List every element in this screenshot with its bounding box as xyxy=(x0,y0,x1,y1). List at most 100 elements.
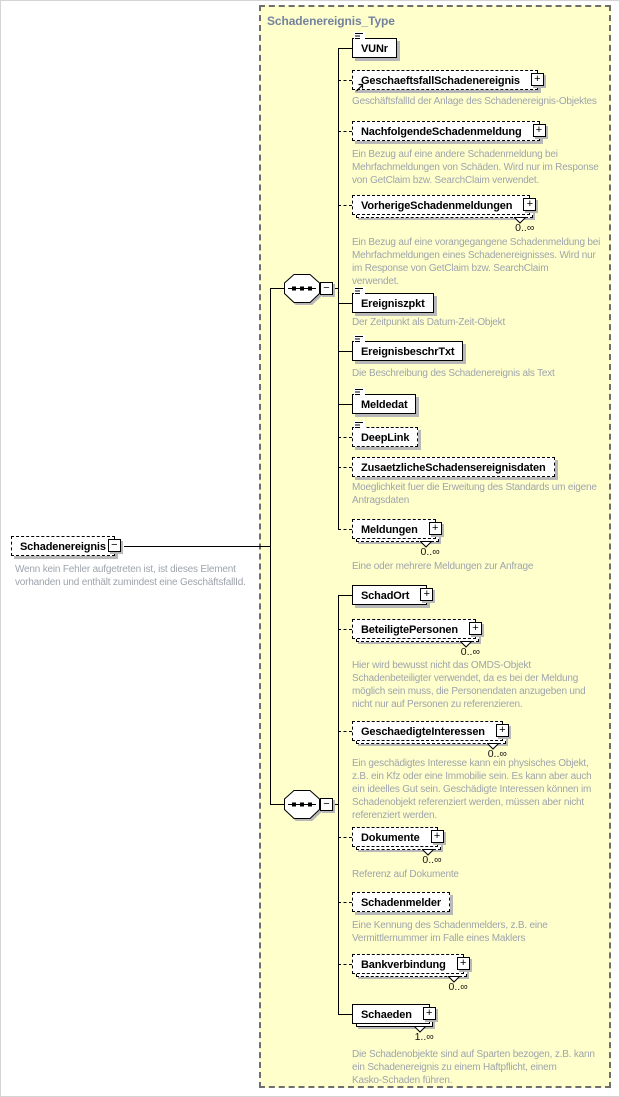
element-zusaetzlicheschadensereignisdaten: ZusaetzlicheSchadensereignisdaten xyxy=(352,457,555,477)
element-name: DeepLink xyxy=(361,432,410,444)
expand-icon[interactable]: + xyxy=(532,124,546,137)
occurs-notch xyxy=(486,743,499,750)
element-name: VUNr xyxy=(361,43,388,55)
element-nachfolgendeschadenmeldung: NachfolgendeSchadenmeldung+ xyxy=(352,121,546,141)
occurrence-label: 1..∞ xyxy=(414,1031,434,1043)
element-schadenmelder: Schadenmelder xyxy=(352,892,450,912)
element-name: Schadenereignis xyxy=(20,541,106,553)
element-box[interactable]: GeschaedigteInteressen + xyxy=(352,721,509,750)
text-lines-icon xyxy=(354,421,365,430)
element-annotation: GeschäftsfallId der Anlage des Schadener… xyxy=(352,96,597,107)
element-vorherigeschadenmeldungen: VorherigeSchadenmeldungen+0..∞ xyxy=(352,195,537,234)
element-box[interactable]: VorherigeSchadenmeldungen + xyxy=(352,195,537,224)
occurrence-label: 0..∞ xyxy=(448,981,468,993)
connector-line xyxy=(338,1014,352,1015)
element-bankverbindung: Bankverbindung+0..∞ xyxy=(352,954,470,993)
element-annotation: Ein Bezug auf eine andere Schadenmeldung… xyxy=(352,149,599,186)
element-name: Schadenmelder xyxy=(361,897,441,909)
connector-line xyxy=(338,205,352,206)
element-beteiligtepersonen: BeteiligtePersonen+0..∞ xyxy=(352,619,482,658)
connector-line xyxy=(338,902,352,903)
element-annotation: Eine oder mehrere Meldungen zur Anfrage xyxy=(352,561,534,572)
element-box[interactable]: NachfolgendeSchadenmeldung+ xyxy=(352,121,546,141)
collapse-icon[interactable]: − xyxy=(320,798,333,811)
expand-icon[interactable]: + xyxy=(530,73,544,86)
element-annotation: Der Zeitpunkt als Datum-Zeit-Objekt xyxy=(352,317,506,328)
text-lines-icon xyxy=(354,32,365,41)
collapse-icon[interactable]: − xyxy=(107,539,121,552)
element-name: Schaeden xyxy=(361,1009,412,1021)
sequence-connector-icon[interactable] xyxy=(284,274,320,303)
element-meldungen: Meldungen +0..∞ xyxy=(352,519,442,558)
element-schaeden: Schaeden +1..∞ xyxy=(352,1004,436,1043)
element-annotation: Hier wird bewusst nicht das OMDS-Objekt … xyxy=(352,660,586,710)
expand-icon[interactable]: + xyxy=(422,1007,436,1020)
connector-line xyxy=(338,629,352,630)
element-box[interactable]: VUNr xyxy=(352,32,397,58)
element-box[interactable]: Ereigniszpkt xyxy=(352,287,434,313)
element-name: Meldungen xyxy=(361,524,418,536)
element-annotation: Referenz auf Dokumente xyxy=(352,869,459,880)
occurrence-label: 0..∞ xyxy=(420,546,440,558)
expand-icon[interactable]: + xyxy=(523,198,537,211)
element-name: GeschaedigteInteressen xyxy=(361,726,485,738)
element-annotation: Die Beschreibung des Schadenereignis als… xyxy=(352,368,555,379)
element-box[interactable]: DeepLink xyxy=(352,421,419,447)
expand-icon[interactable]: + xyxy=(495,724,509,737)
connector-line xyxy=(338,48,352,49)
connector-line xyxy=(338,80,352,81)
connector-line xyxy=(338,596,339,1015)
connector-line xyxy=(333,288,339,289)
expand-icon[interactable]: + xyxy=(430,830,444,843)
element-box[interactable]: SchadOrt+ xyxy=(352,585,434,605)
expand-icon[interactable]: + xyxy=(468,622,482,635)
element-name: EreignisbeschrTxt xyxy=(361,346,455,358)
expand-icon[interactable]: + xyxy=(456,957,470,970)
expand-icon[interactable]: + xyxy=(428,522,442,535)
element-annotation: Wenn kein Fehler aufgetreten ist, ist di… xyxy=(15,564,246,588)
element-box[interactable]: Bankverbindung+ xyxy=(352,954,470,983)
sequence-connector-icon[interactable] xyxy=(284,790,320,819)
connector-line xyxy=(333,804,339,805)
connector-line xyxy=(338,437,352,438)
expand-icon[interactable]: + xyxy=(420,588,434,601)
connector-line xyxy=(338,48,339,530)
element-schadort: SchadOrt+ xyxy=(352,585,434,605)
element-box[interactable]: EreignisbeschrTxt xyxy=(352,335,464,361)
connector-line xyxy=(270,288,284,289)
element-annotation: Die Schadenobjekte sind auf Sparten bezo… xyxy=(352,1049,595,1086)
text-lines-icon xyxy=(354,388,365,397)
connector-line xyxy=(338,964,352,965)
element-meldedat: Meldedat xyxy=(352,388,417,414)
element-name: GeschaeftsfallSchadenereignis xyxy=(361,75,520,87)
element-box[interactable]: ZusaetzlicheSchadensereignisdaten xyxy=(352,457,555,477)
element-box[interactable]: Schaeden + xyxy=(352,1004,436,1033)
element-box[interactable]: BeteiligtePersonen+ xyxy=(352,619,482,648)
element-annotation: Ein geschädigtes Interesse kann ein phys… xyxy=(352,758,592,821)
element-box[interactable]: GeschaeftsfallSchadenereignis + xyxy=(352,70,544,92)
type-container-title: Schadenereignis_Type xyxy=(267,14,395,28)
connector-line xyxy=(338,131,352,132)
element-box[interactable]: Schadenmelder xyxy=(352,892,450,912)
occurrence-label: 0..∞ xyxy=(487,748,507,760)
element-schadenereignis: Schadenereignis − xyxy=(11,536,121,556)
element-name: Meldedat xyxy=(361,399,408,411)
occurs-notch xyxy=(447,976,460,983)
element-box[interactable]: Meldedat xyxy=(352,388,417,414)
connector-line xyxy=(338,595,352,596)
element-annotation: Eine Kennung des Schadenmelders, z.B. ei… xyxy=(352,920,548,944)
element-name: Ereigniszpkt xyxy=(361,298,425,310)
element-box[interactable]: Dokumente+ xyxy=(352,827,444,856)
element-annotation: Ein Bezug auf eine vorangegangene Schade… xyxy=(352,237,601,287)
element-vunr: VUNr xyxy=(352,32,397,58)
collapse-icon[interactable]: − xyxy=(320,282,333,295)
element-box[interactable]: Meldungen + xyxy=(352,519,442,548)
element-annotation: Moeglichkeit fuer die Erweitung des Stan… xyxy=(352,482,597,506)
occurs-notch xyxy=(459,641,472,648)
element-box[interactable]: Schadenereignis − xyxy=(11,536,121,556)
connector-line xyxy=(338,467,352,468)
element-name: VorherigeSchadenmeldungen xyxy=(361,200,513,212)
connector-line xyxy=(338,731,352,732)
element-dokumente: Dokumente+0..∞ xyxy=(352,827,444,866)
